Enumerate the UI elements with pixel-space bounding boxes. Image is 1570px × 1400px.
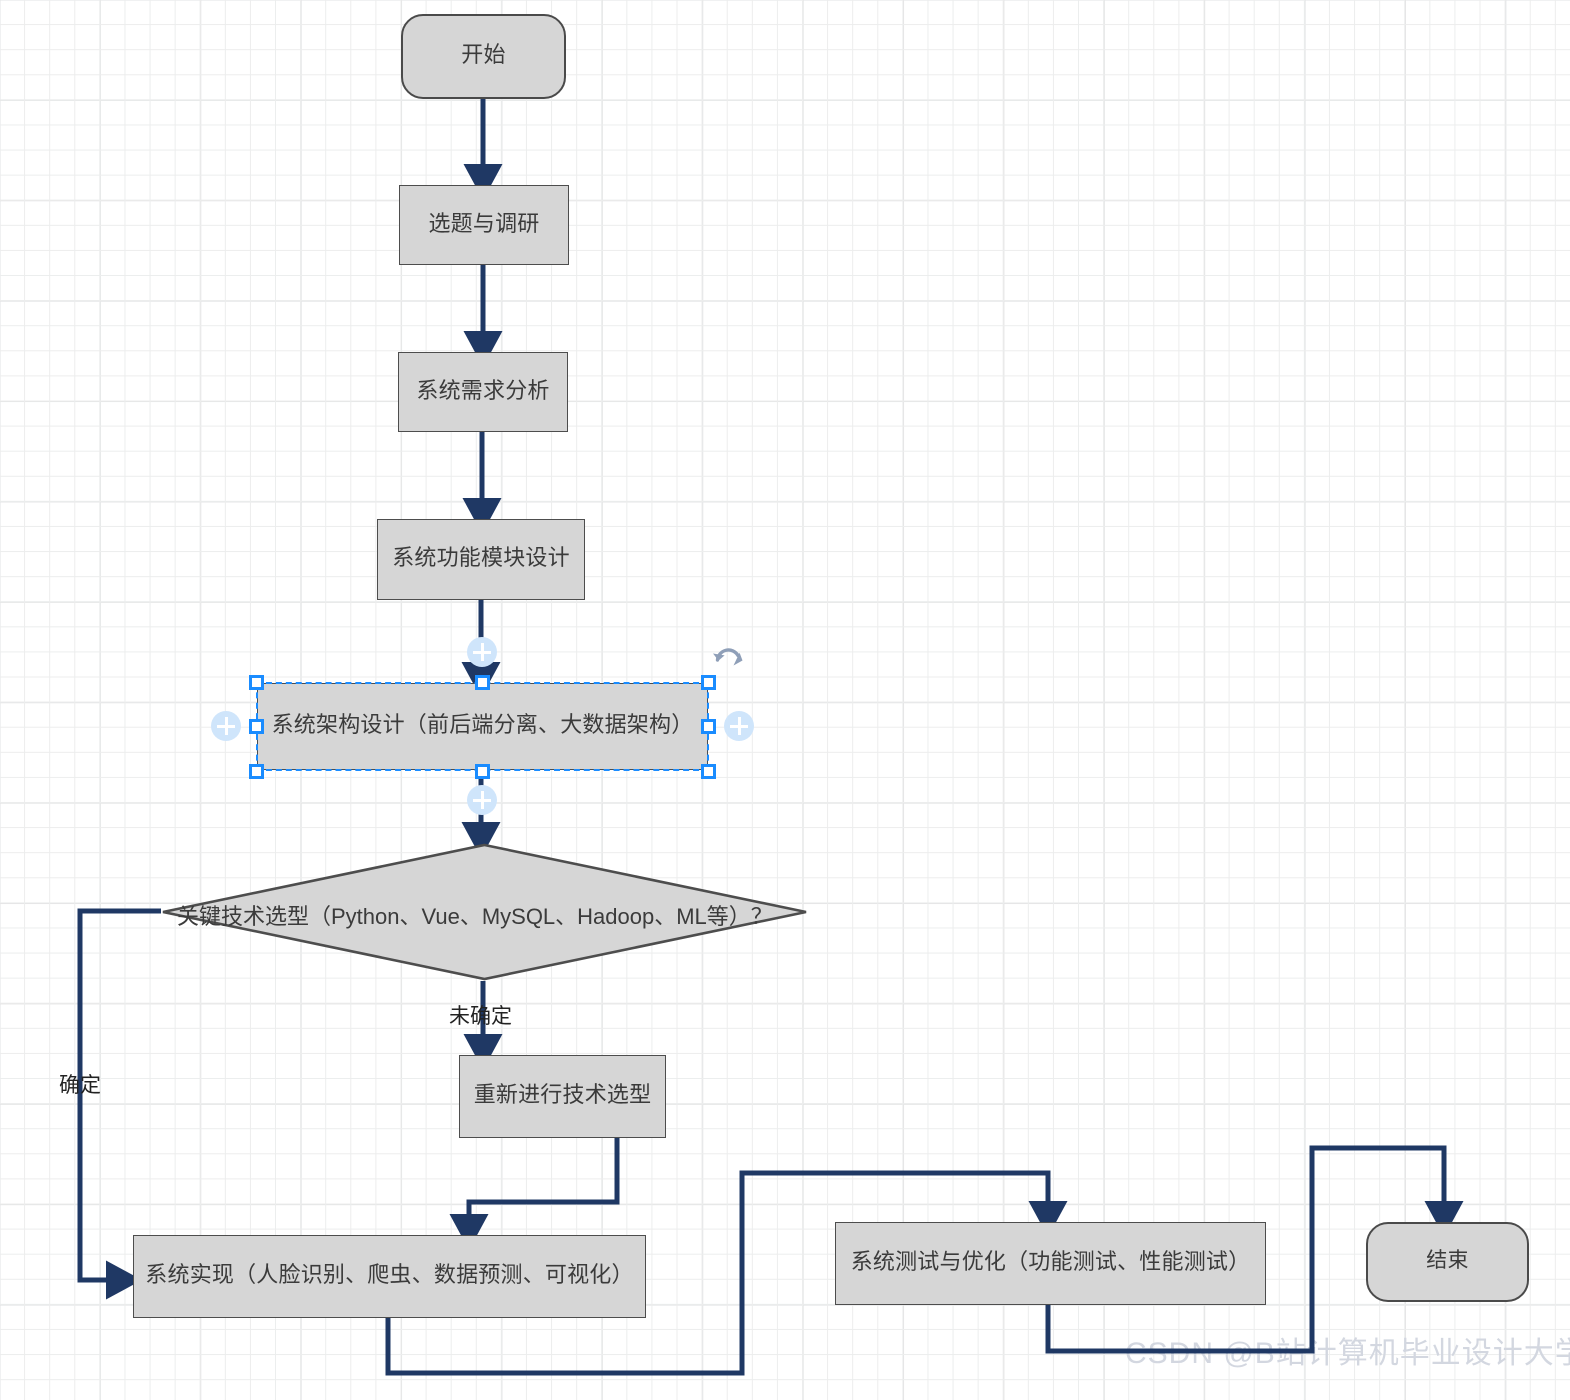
decision-diamond-shape xyxy=(162,843,807,981)
connect-point-left-icon[interactable] xyxy=(211,711,241,741)
handle-top-right[interactable] xyxy=(701,675,716,690)
node-start-label: 开始 xyxy=(461,42,506,68)
rotate-handle-icon[interactable] xyxy=(708,640,748,680)
handle-bottom-left[interactable] xyxy=(249,764,264,779)
connect-point-bottom-icon[interactable] xyxy=(467,785,497,815)
handle-bottom-center[interactable] xyxy=(475,764,490,779)
edge-implement-to-testing[interactable] xyxy=(385,1170,1068,1376)
node-topic-research[interactable]: 选题与调研 xyxy=(399,185,569,265)
node-module-design-label: 系统功能模块设计 xyxy=(392,545,570,571)
node-system-implementation[interactable]: 系统实现（人脸识别、爬虫、数据预测、可视化） xyxy=(133,1235,646,1318)
handle-middle-right[interactable] xyxy=(701,719,716,734)
node-testing-optimization-label: 系统测试与优化（功能测试、性能测试） xyxy=(850,1249,1251,1275)
node-retry-tech-selection-label: 重新进行技术选型 xyxy=(473,1082,652,1108)
handle-middle-left[interactable] xyxy=(249,719,264,734)
handle-top-center[interactable] xyxy=(475,675,490,690)
edge-tech-to-implement[interactable] xyxy=(77,908,161,1300)
selection-outline xyxy=(256,682,709,771)
node-topic-research-label: 选题与调研 xyxy=(428,210,540,236)
node-architecture-design[interactable]: 系统架构设计（前后端分离、大数据架构） xyxy=(257,683,708,770)
connect-point-top-icon[interactable] xyxy=(467,637,497,667)
handle-bottom-right[interactable] xyxy=(701,764,716,779)
edge-testing-to-end[interactable] xyxy=(1045,1145,1464,1354)
node-start[interactable]: 开始 xyxy=(401,14,566,99)
handle-top-left[interactable] xyxy=(249,675,264,690)
node-requirement-analysis[interactable]: 系统需求分析 xyxy=(398,352,568,432)
node-end-label: 结束 xyxy=(1426,1249,1469,1273)
node-architecture-design-label: 系统架构设计（前后端分离、大数据架构） xyxy=(271,712,694,738)
edge-label-decided: 确定 xyxy=(59,1074,101,1097)
node-system-implementation-label: 系统实现（人脸识别、爬虫、数据预测、可视化） xyxy=(145,1262,634,1288)
node-requirement-analysis-label: 系统需求分析 xyxy=(416,377,550,403)
edge-label-undecided: 未确定 xyxy=(449,1005,512,1028)
edge-retech-to-implement[interactable] xyxy=(449,1138,620,1250)
connect-point-right-icon[interactable] xyxy=(724,711,754,741)
